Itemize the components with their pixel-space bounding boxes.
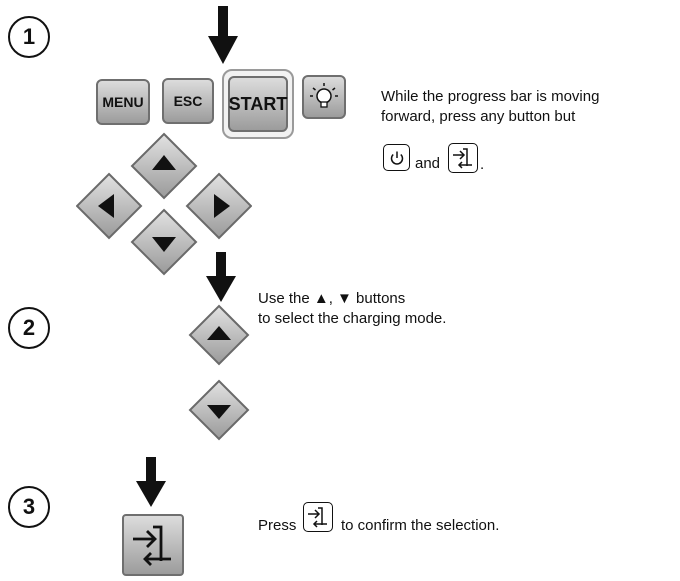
down-triangle-icon: [207, 405, 231, 419]
step-1-number: 1: [22, 24, 36, 49]
start-button-label: START: [228, 93, 288, 114]
lightbulb-icon: [310, 83, 338, 108]
step-2-number: 2: [22, 315, 36, 340]
right-button[interactable]: [185, 172, 252, 240]
step-1-circle: 1: [8, 16, 50, 58]
direction-pad: [76, 132, 252, 276]
step-1-period: .: [480, 156, 485, 173]
enter-icon: [308, 507, 327, 528]
power-icon: [390, 151, 403, 165]
step-2-text-line1: Use the ▲, ▼ buttons: [258, 290, 406, 307]
up-button[interactable]: [130, 132, 198, 200]
enter-key: [448, 143, 478, 173]
step-3-press: Press: [258, 517, 297, 534]
step-3-circle: 3: [8, 486, 50, 528]
left-triangle-icon: [98, 194, 114, 218]
up-triangle-icon: [152, 155, 176, 170]
menu-button-label: MENU: [102, 94, 144, 110]
step-1-text-line1: While the progress bar is moving: [381, 88, 600, 105]
step-3-number: 3: [22, 494, 36, 519]
down-arrow-icon: [208, 6, 238, 64]
menu-button[interactable]: MENU: [96, 79, 150, 125]
step-2-text-line2: to select the charging mode.: [258, 310, 447, 327]
step-2-circle: 2: [8, 307, 50, 349]
down-button[interactable]: [188, 379, 250, 441]
enter-key: [303, 502, 333, 532]
esc-button[interactable]: ESC: [162, 78, 214, 124]
esc-button-label: ESC: [173, 93, 203, 109]
down-button[interactable]: [130, 208, 198, 276]
step-1-text-line2: forward, press any button but: [381, 108, 576, 125]
step-1-and: and: [415, 155, 441, 172]
down-arrow-icon: [206, 252, 236, 302]
right-triangle-icon: [214, 194, 230, 218]
down-arrow-icon: [136, 457, 166, 507]
backlight-button[interactable]: [302, 75, 346, 119]
up-triangle-icon: [207, 326, 231, 340]
start-button[interactable]: START: [228, 76, 288, 132]
enter-icon: [453, 148, 472, 169]
down-triangle-icon: [152, 237, 176, 252]
power-key: [383, 144, 410, 171]
step-3-text: to confirm the selection.: [341, 517, 500, 534]
enter-button[interactable]: [122, 514, 184, 576]
left-button[interactable]: [76, 172, 143, 240]
enter-icon: [133, 525, 171, 566]
up-button[interactable]: [188, 304, 250, 366]
